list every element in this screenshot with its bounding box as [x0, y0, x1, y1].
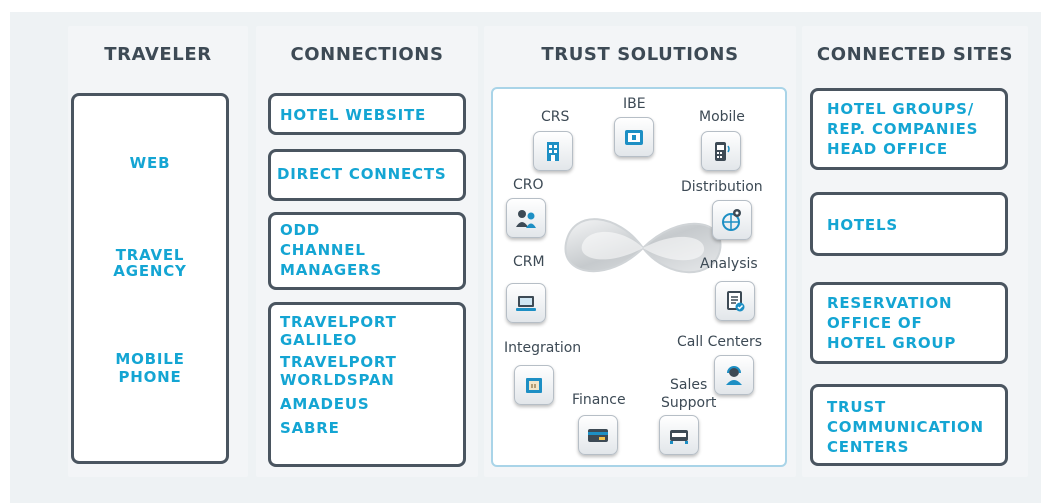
analysis-module: [715, 281, 755, 321]
finance-module: [578, 415, 618, 455]
traveler-box: WEB TRAVEL AGENCY MOBILE PHONE: [71, 93, 229, 464]
infinity-logo: [564, 218, 722, 274]
hotel-booking-icon: [625, 130, 643, 145]
connection-hotel-website: HOTEL WEBSITE: [268, 93, 466, 135]
analysis-label: Analysis: [700, 256, 758, 272]
building-icon: [547, 142, 559, 161]
crs-label: CRS: [541, 109, 570, 125]
call-centers-module: [714, 355, 754, 395]
finance-label: Finance: [572, 392, 626, 408]
laptop-icon: [516, 296, 536, 311]
traveler-web: WEB: [129, 154, 171, 172]
site-hotels: HOTELS: [810, 192, 1008, 256]
connection-gds: TRAVELPORT GALILEO TRAVELPORT WORLDSPAN …: [268, 302, 466, 467]
connected-sites-header: CONNECTED SITES: [816, 44, 1014, 65]
bed-icon: [670, 430, 688, 444]
credit-card-icon: [588, 429, 608, 442]
traveler-header: TRAVELER: [104, 44, 212, 65]
site-trust-communication-centers: TRUST COMMUNICATION CENTERS: [810, 384, 1008, 466]
sales-support-module: [659, 415, 699, 455]
crm-label: CRM: [513, 254, 545, 270]
distribution-module: [712, 200, 752, 240]
ibe-module: [614, 117, 654, 157]
globe-pin-icon: [722, 209, 741, 231]
connection-direct-connects: DIRECT CONNECTS: [268, 149, 466, 201]
crm-module: [506, 283, 546, 323]
site-reservation-office: RESERVATION OFFICE OF HOTEL GROUP: [810, 282, 1008, 364]
connection-odd-channel-managers: ODD CHANNEL MANAGERS: [268, 212, 466, 290]
crs-module: [533, 131, 573, 171]
mobile-module: [701, 131, 741, 171]
ibe-label: IBE: [623, 96, 646, 112]
trust-solutions-header: TRUST SOLUTIONS: [541, 44, 739, 65]
distribution-label: Distribution: [681, 179, 763, 195]
sales-support-label: Sales Support: [661, 377, 717, 411]
mobile-label: Mobile: [699, 109, 745, 125]
agents-icon: [516, 210, 536, 228]
integration-label: Integration: [504, 340, 582, 356]
traveler-travel-agency: TRAVEL AGENCY: [113, 246, 187, 280]
cro-module: [506, 198, 546, 238]
integration-module: [514, 365, 554, 405]
checklist-icon: [727, 291, 745, 312]
traveler-mobile-phone: MOBILE PHONE: [115, 350, 185, 386]
package-icon: [526, 378, 542, 393]
site-hotel-groups: HOTEL GROUPS/ REP. COMPANIES HEAD OFFICE: [810, 88, 1008, 170]
cro-label: CRO: [513, 177, 544, 193]
connections-header: CONNECTIONS: [290, 44, 444, 65]
call-centers-label: Call Centers: [677, 334, 762, 350]
headset-agent-icon: [726, 366, 742, 385]
mobile-phone-icon: [715, 142, 730, 161]
